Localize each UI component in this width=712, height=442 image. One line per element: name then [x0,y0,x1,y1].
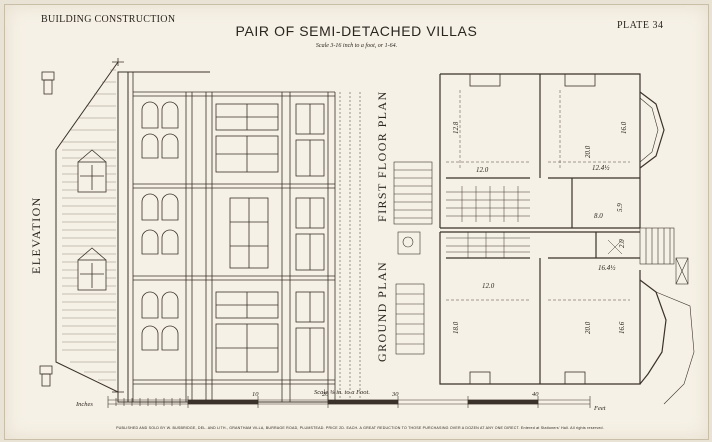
ff-small-b: 5.9 [616,203,624,212]
scale-bar-inches: Inches [75,401,93,408]
scale-bar-feet: Feet [593,405,606,412]
scale-note: Scale 3-16 inch to a foot, or 1-64. [315,43,398,49]
scale-tick-10: 10 [252,391,259,398]
scale-bar [107,396,591,408]
ground-plan-label: GROUND PLAN [375,261,389,362]
plate-title: PAIR OF SEMI-DETACHED VILLAS [235,23,478,39]
ff-small-c: 2.0 [618,239,626,248]
ground-plan [397,231,695,405]
g-right-height: 16.6 [618,321,626,334]
series-title: BUILDING CONSTRUCTION [41,14,176,25]
g-mid: 20.0 [584,321,592,334]
ff-bay: 12.4½ [592,164,610,172]
plate-number: PLATE 34 [617,20,664,31]
scale-tick-20: 20 [322,391,329,398]
g-left-width: 12.0 [482,282,495,290]
g-left-height: 18.0 [452,321,460,334]
first-floor-plan [439,73,665,229]
elevation-drawing [39,58,361,403]
ff-small-a: 8.0 [594,212,603,220]
g-bay: 16.4½ [598,264,616,272]
ff-left-height: 12.8 [452,121,460,134]
elevation-label: ELEVATION [29,196,43,274]
scale-bar-caption: Scale ⅜ in. to a Foot. [314,389,370,396]
first-floor-plan-label: FIRST FLOOR PLAN [375,90,389,222]
ff-right-height: 16.0 [620,121,628,134]
drawing-sheet: BUILDING CONSTRUCTION PLATE 34 PAIR OF S… [4,4,709,440]
side-steps [639,227,689,285]
publisher-footer: PUBLISHED AND SOLD BY W. BUSBRIDGE, DEL.… [116,426,604,430]
entrance-steps [393,161,433,355]
ff-mid: 20.0 [584,145,592,158]
scale-tick-30: 30 [391,391,399,398]
ff-left-width: 12.0 [476,166,489,174]
scale-tick-40: 40 [532,391,539,398]
